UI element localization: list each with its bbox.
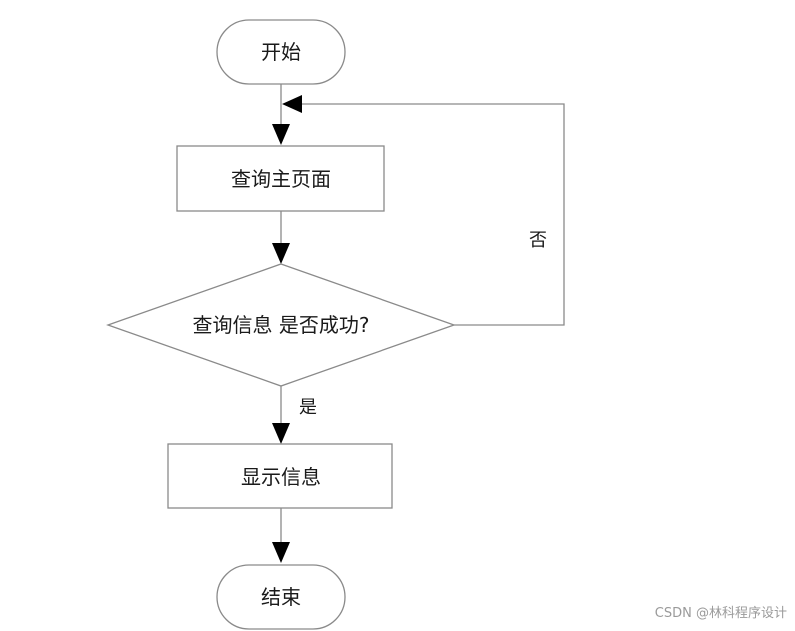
query-home-label: 查询主页面 [231,167,331,191]
decision-label: 查询信息 是否成功? [193,313,370,337]
decision-node: 查询信息 是否成功? [106,263,456,387]
edge-label-yes: 是 [299,397,317,418]
display-node: 显示信息 [167,443,393,509]
end-node: 结束 [216,564,346,630]
query-home-node: 查询主页面 [176,145,385,212]
arrowhead-display-to-end [272,542,290,563]
end-label: 结束 [261,585,301,609]
arrowhead-start-to-query [272,124,290,145]
arrowhead-query-to-decision [272,243,290,264]
connector-no-loop [300,103,565,326]
edge-label-no: 否 [529,230,547,251]
start-label: 开始 [261,40,301,64]
query-home-box [176,145,385,212]
watermark-text: CSDN @林科程序设计 [654,606,787,621]
arrowhead-decision-to-display [272,423,290,444]
start-node: 开始 [216,19,346,85]
end-terminal-shape [216,564,346,630]
display-label: 显示信息 [241,465,321,489]
arrowhead-no-loop [282,95,302,113]
display-box [167,443,393,509]
